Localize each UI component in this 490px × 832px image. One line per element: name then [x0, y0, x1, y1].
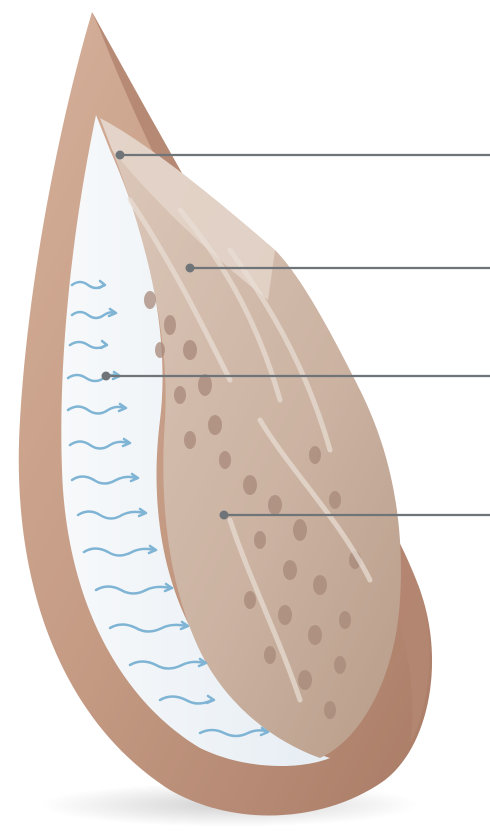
callout-dot-icon	[186, 264, 195, 273]
callout-dot-icon	[220, 511, 229, 520]
callout-dot-icon	[116, 151, 125, 160]
callout-dot-icon	[102, 372, 111, 381]
